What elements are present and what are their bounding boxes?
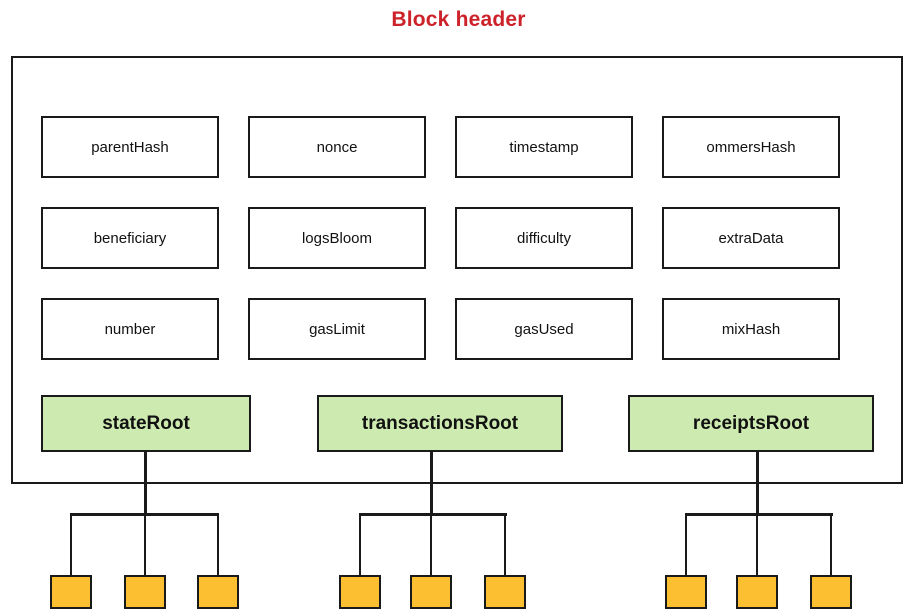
tree-branch-bar-transactionsroot: [359, 513, 507, 516]
field-label: beneficiary: [93, 229, 167, 247]
page-title: Block header: [391, 8, 526, 31]
field-label: number: [104, 320, 156, 338]
tree-branch-transactionsroot-1: [359, 513, 361, 576]
leaf-box-transactionsroot-2[interactable]: [410, 575, 452, 609]
root-label: stateRoot: [102, 412, 190, 434]
field-box-logsbloom[interactable]: logsBloom: [248, 207, 426, 269]
tree-branch-receiptsroot-1: [685, 513, 687, 576]
tree-branch-bar-receiptsroot: [685, 513, 833, 516]
leaf-box-stateroot-3[interactable]: [197, 575, 239, 609]
root-label: transactionsRoot: [361, 412, 519, 434]
field-box-number[interactable]: number: [41, 298, 219, 360]
tree-branch-stateroot-3: [217, 513, 219, 576]
leaf-box-receiptsroot-1[interactable]: [665, 575, 707, 609]
field-box-beneficiary[interactable]: beneficiary: [41, 207, 219, 269]
field-box-parenthash[interactable]: parentHash: [41, 116, 219, 178]
tree-branch-transactionsroot-2: [430, 513, 432, 576]
field-label: nonce: [316, 138, 358, 156]
leaf-box-receiptsroot-2[interactable]: [736, 575, 778, 609]
tree-branch-stateroot-2: [144, 513, 146, 576]
field-label: difficulty: [517, 229, 571, 247]
root-box-transactionsroot[interactable]: transactionsRoot: [317, 395, 563, 452]
field-box-nonce[interactable]: nonce: [248, 116, 426, 178]
field-label: logsBloom: [301, 229, 373, 247]
field-label: timestamp: [509, 138, 579, 156]
root-box-receiptsroot[interactable]: receiptsRoot: [628, 395, 874, 452]
tree-branch-stateroot-1: [70, 513, 72, 576]
field-box-extradata[interactable]: extraData: [662, 207, 840, 269]
root-label: receiptsRoot: [692, 412, 810, 434]
field-box-timestamp[interactable]: timestamp: [455, 116, 633, 178]
leaf-box-stateroot-2[interactable]: [124, 575, 166, 609]
leaf-box-transactionsroot-1[interactable]: [339, 575, 381, 609]
tree-branch-transactionsroot-3: [504, 513, 506, 576]
field-box-ommershash[interactable]: ommersHash: [662, 116, 840, 178]
field-label: ommersHash: [706, 138, 796, 156]
field-label: extraData: [718, 229, 784, 247]
field-box-mixhash[interactable]: mixHash: [662, 298, 840, 360]
field-box-difficulty[interactable]: difficulty: [455, 207, 633, 269]
field-box-gaslimit[interactable]: gasLimit: [248, 298, 426, 360]
field-label: parentHash: [91, 138, 169, 156]
tree-trunk-stateroot: [144, 451, 147, 515]
leaf-box-receiptsroot-3[interactable]: [810, 575, 852, 609]
field-label: gasUsed: [514, 320, 574, 338]
field-box-gasused[interactable]: gasUsed: [455, 298, 633, 360]
leaf-box-stateroot-1[interactable]: [50, 575, 92, 609]
tree-branch-receiptsroot-2: [756, 513, 758, 576]
root-box-stateroot[interactable]: stateRoot: [41, 395, 251, 452]
tree-trunk-receiptsroot: [756, 451, 759, 515]
field-label: mixHash: [721, 320, 781, 338]
leaf-box-transactionsroot-3[interactable]: [484, 575, 526, 609]
field-label: gasLimit: [309, 320, 365, 338]
tree-branch-receiptsroot-3: [830, 513, 832, 576]
tree-trunk-transactionsroot: [430, 451, 433, 515]
